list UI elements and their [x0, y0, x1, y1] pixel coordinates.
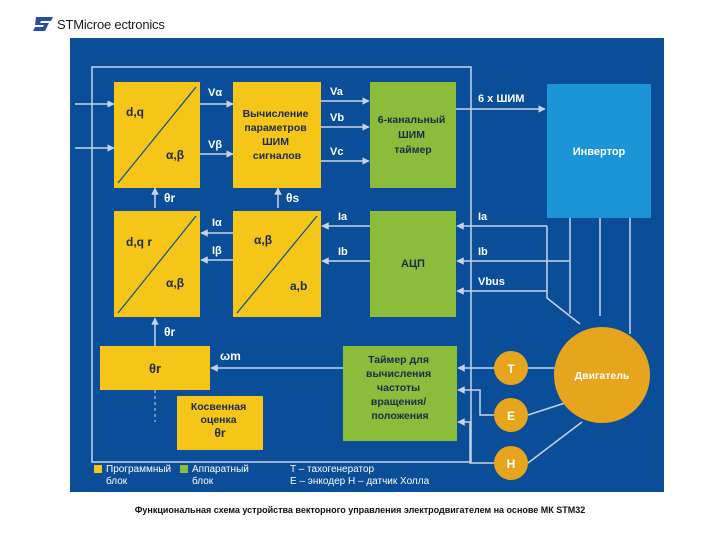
dq-bottom-alphabeta: α,β: [166, 276, 184, 290]
motor-circle: Двигатель: [554, 327, 650, 423]
line-ia-tap: [546, 226, 581, 325]
svg-text:Двигатель: Двигатель: [575, 370, 630, 382]
connections: [75, 97, 631, 464]
block-diagram: d,q α,β Вычисление параметров ШИМ сигнал…: [75, 66, 651, 487]
svg-text:H: H: [507, 457, 516, 471]
outer-frame: [91, 66, 472, 463]
diagram-panel: d,q α,β Вычисление параметров ШИМ сигнал…: [70, 38, 664, 492]
ab-bottom-label: a,b: [290, 279, 307, 293]
label-theta-r-mid: θr: [164, 325, 175, 339]
label-va: Va: [330, 86, 344, 98]
inverter-block: Инвертор: [547, 84, 651, 218]
label-ib-right: Ib: [478, 246, 488, 258]
svg-text:Программный блок: Программный блок: [106, 464, 174, 487]
legend: Программный блок Аппаратный блок T – тах…: [94, 464, 430, 487]
dq-transform-top: d,q α,β: [114, 82, 200, 188]
svg-text:E: E: [507, 409, 515, 423]
label-theta-s: θs: [286, 191, 299, 205]
label-v-beta: Vβ: [208, 139, 222, 151]
label-theta-r-top: θr: [164, 191, 175, 205]
label-i-alpha: Iα: [212, 217, 222, 229]
st-logo-icon: [33, 17, 53, 31]
line-motor-e: [527, 401, 569, 416]
label-ia-right: Ia: [478, 211, 488, 223]
svg-text:Косвенная оценка θ: Косвенная оценка θr: [191, 401, 249, 440]
signal-labels: Vα Vβ Va Vb Vc 6 x ШИМ θr θs Iα Iβ Ia Ib…: [164, 86, 524, 363]
pwm-calc-block: Вычисление параметров ШИМ сигналов: [233, 82, 321, 188]
svg-text:Таймер для вычисления: Таймер для вычисления частоты вращения/ …: [366, 354, 434, 422]
label-vbus: Vbus: [478, 276, 505, 288]
dq-top-label: d,q: [126, 105, 144, 119]
dq-top-alphabeta: α,β: [166, 148, 184, 162]
svg-text:Вычисление параметров: Вычисление параметров ШИМ сигналов: [243, 108, 312, 162]
label-vc: Vc: [330, 146, 343, 158]
sensor-h: H: [494, 446, 528, 480]
ab-top-label: α,β: [254, 233, 272, 247]
label-i-beta: Iβ: [212, 245, 222, 257]
sensor-e: E: [494, 398, 528, 432]
label-ib-left: Ib: [338, 246, 348, 258]
svg-text:T – тахогенератор E – эн: T – тахогенератор E – энкодер H – датчик…: [290, 464, 430, 487]
figure-caption: Функциональная схема устройства векторно…: [134, 505, 586, 515]
svg-text:Аппаратный блок: Аппаратный блок: [192, 464, 252, 487]
legend-swatch-software: [94, 465, 102, 473]
legend-swatch-hardware: [180, 465, 188, 473]
svg-text:6-канальный ШИМ та: 6-канальный ШИМ таймер: [378, 114, 448, 156]
dq-bottom-label: d,q r: [126, 235, 152, 249]
svg-text:T: T: [507, 362, 515, 376]
brand-logo: STMicroe ectronics: [32, 12, 165, 36]
line-motor-h: [527, 421, 583, 464]
line-h-to-timer: [457, 418, 511, 464]
theta-r-block: θr: [100, 346, 210, 390]
dq-transform-bottom: d,q r α,β: [114, 211, 200, 317]
adc-block: АЦП: [370, 211, 456, 317]
ab-transform-block: α,β a,b: [233, 211, 321, 317]
label-omega-m: ωm: [220, 349, 241, 363]
label-vb: Vb: [330, 112, 344, 124]
label-ia-left: Ia: [338, 211, 348, 223]
svg-text:АЦП: АЦП: [401, 258, 425, 270]
svg-text:θr: θr: [149, 361, 161, 376]
sensor-t: T: [494, 351, 528, 385]
brand-text: STMicroe ectronics: [57, 16, 165, 32]
svg-text:Инвертор: Инвертор: [573, 146, 626, 158]
pwm6-timer-block: 6-канальный ШИМ таймер: [370, 82, 456, 188]
speed-timer-block: Таймер для вычисления частоты вращения/ …: [343, 346, 457, 441]
label-pwm6x: 6 x ШИМ: [478, 93, 524, 105]
indirect-estimate-block: Косвенная оценка θr: [177, 396, 263, 450]
label-v-alpha: Vα: [208, 87, 222, 99]
